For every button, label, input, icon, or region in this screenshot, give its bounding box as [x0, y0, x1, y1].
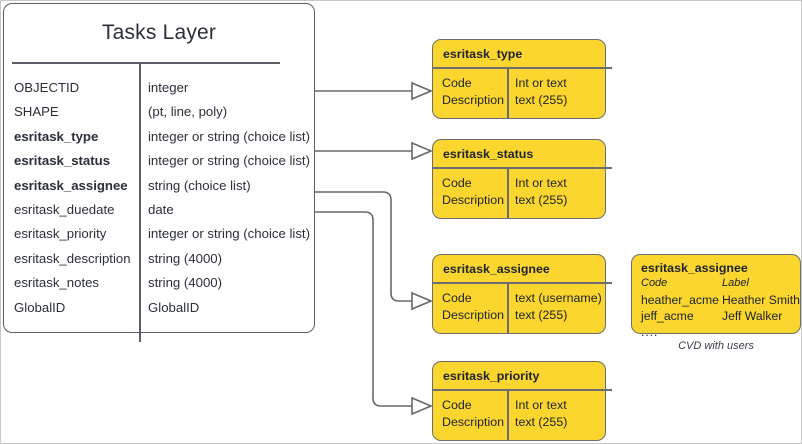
field-name: SHAPE: [14, 104, 59, 120]
domain-title: esritask_priority: [443, 369, 540, 383]
cvd-header-label: Label: [722, 277, 749, 289]
domain-cell: Int or text: [515, 398, 567, 412]
domain-title: esritask_assignee: [443, 262, 550, 276]
cvd-box-esritask-assignee[interactable]: esritask_assignee Code Label heather_acm…: [631, 254, 801, 339]
cvd-caption: CVD with users: [678, 340, 754, 352]
domain-column-divider: [507, 282, 509, 333]
domain-title-divider: [433, 389, 612, 391]
domain-column-divider: [507, 167, 509, 218]
field-type: string (4000): [148, 250, 223, 266]
table-row[interactable]: esritask_priority integer or string (cho…: [4, 226, 314, 250]
domain-cell: text (255): [515, 415, 568, 429]
domain-left-column: Code Description: [442, 290, 504, 324]
domain-left-column: Code Description: [442, 175, 504, 209]
entity-field-list: OBJECTID integer SHAPE (pt, line, poly) …: [4, 80, 314, 324]
domain-cell: Code: [442, 76, 472, 90]
domain-cell: text (username): [515, 291, 602, 305]
cvd-code: jeff_acme: [641, 309, 694, 323]
domain-right-column: Int or text text (255): [515, 175, 567, 209]
cvd-ellipsis: ....: [641, 325, 659, 339]
field-type: string (choice list): [148, 177, 251, 193]
domain-box-esritask-type[interactable]: esritask_type Code Description Int or te…: [432, 39, 612, 119]
field-name: esritask_description: [14, 250, 131, 266]
field-type: integer or string (choice list): [148, 226, 310, 242]
connector-to-esritask-assignee: [315, 191, 412, 302]
field-name: esritask_priority: [14, 226, 107, 242]
domain-box-esritask-assignee[interactable]: esritask_assignee Code Description text …: [432, 254, 612, 334]
field-name: esritask_type: [14, 128, 99, 144]
table-row[interactable]: OBJECTID integer: [4, 80, 314, 104]
arrowhead-esritask-priority: [411, 396, 434, 416]
domain-cell: Description: [442, 415, 504, 429]
field-type: GlobalID: [148, 299, 200, 315]
domain-title-divider: [433, 167, 612, 169]
domain-cell: Description: [442, 93, 504, 107]
field-type: (pt, line, poly): [148, 104, 228, 120]
domain-right-column: Int or text text (255): [515, 397, 567, 431]
table-row[interactable]: esritask_duedate date: [4, 202, 314, 226]
cvd-label: Heather Smith: [722, 293, 800, 307]
table-row[interactable]: esritask_status integer or string (choic…: [4, 153, 314, 177]
cvd-title: esritask_assignee: [641, 261, 748, 275]
field-name: esritask_notes: [14, 275, 100, 291]
table-row[interactable]: GlobalID GlobalID: [4, 300, 314, 324]
field-type: integer or string (choice list): [148, 128, 310, 144]
domain-cell: Int or text: [515, 176, 567, 190]
domain-cell: text (255): [515, 193, 568, 207]
domain-box-esritask-status[interactable]: esritask_status Code Description Int or …: [432, 139, 612, 219]
table-row[interactable]: esritask_notes string (4000): [4, 275, 314, 299]
field-name: GlobalID: [14, 299, 66, 315]
field-type: integer or string (choice list): [148, 153, 310, 169]
domain-title-divider: [433, 282, 612, 284]
domain-cell: Code: [442, 398, 472, 412]
field-type: integer: [148, 80, 189, 95]
field-name: esritask_assignee: [14, 177, 128, 193]
domain-cell: text (255): [515, 93, 568, 107]
table-row[interactable]: esritask_description string (4000): [4, 251, 314, 275]
domain-cell: Code: [442, 176, 472, 190]
field-name: esritask_duedate: [14, 201, 115, 217]
domain-title: esritask_status: [443, 147, 534, 161]
entity-title-divider: [12, 62, 280, 64]
domain-box-esritask-priority[interactable]: esritask_priority Code Description Int o…: [432, 361, 612, 441]
domain-cell: Description: [442, 193, 504, 207]
field-name: esritask_status: [14, 153, 111, 169]
table-row[interactable]: esritask_assignee string (choice list): [4, 178, 314, 202]
cvd-code: heather_acme: [641, 293, 719, 307]
domain-right-column: Int or text text (255): [515, 75, 567, 109]
domain-title-divider: [433, 67, 612, 69]
arrowhead-esritask-assignee: [411, 291, 434, 311]
table-row[interactable]: esritask_type integer or string (choice …: [4, 129, 314, 153]
field-name: OBJECTID: [14, 80, 80, 95]
domain-right-column: text (username) text (255): [515, 290, 602, 324]
cvd-header-code: Code: [641, 277, 668, 289]
arrowhead-esritask-status: [411, 141, 434, 161]
field-type: date: [148, 201, 174, 217]
domain-cell: text (255): [515, 308, 568, 322]
entity-title: Tasks Layer: [101, 21, 217, 44]
table-row[interactable]: SHAPE (pt, line, poly): [4, 104, 314, 128]
entity-column-divider: [139, 62, 141, 342]
field-type: string (4000): [148, 275, 223, 291]
connector-to-esritask-priority: [315, 211, 412, 407]
domain-cell: Code: [442, 291, 472, 305]
domain-left-column: Code Description: [442, 397, 504, 431]
domain-column-divider: [507, 389, 509, 440]
domain-cell: Description: [442, 308, 504, 322]
domain-cell: Int or text: [515, 76, 567, 90]
domain-column-divider: [507, 67, 509, 118]
domain-title: esritask_type: [443, 47, 523, 61]
domain-left-column: Code Description: [442, 75, 504, 109]
cvd-label: Jeff Walker: [722, 309, 783, 323]
arrowhead-esritask-type: [411, 81, 434, 101]
entity-tasks-layer[interactable]: Tasks Layer OBJECTID integer SHAPE (pt, …: [3, 3, 315, 333]
